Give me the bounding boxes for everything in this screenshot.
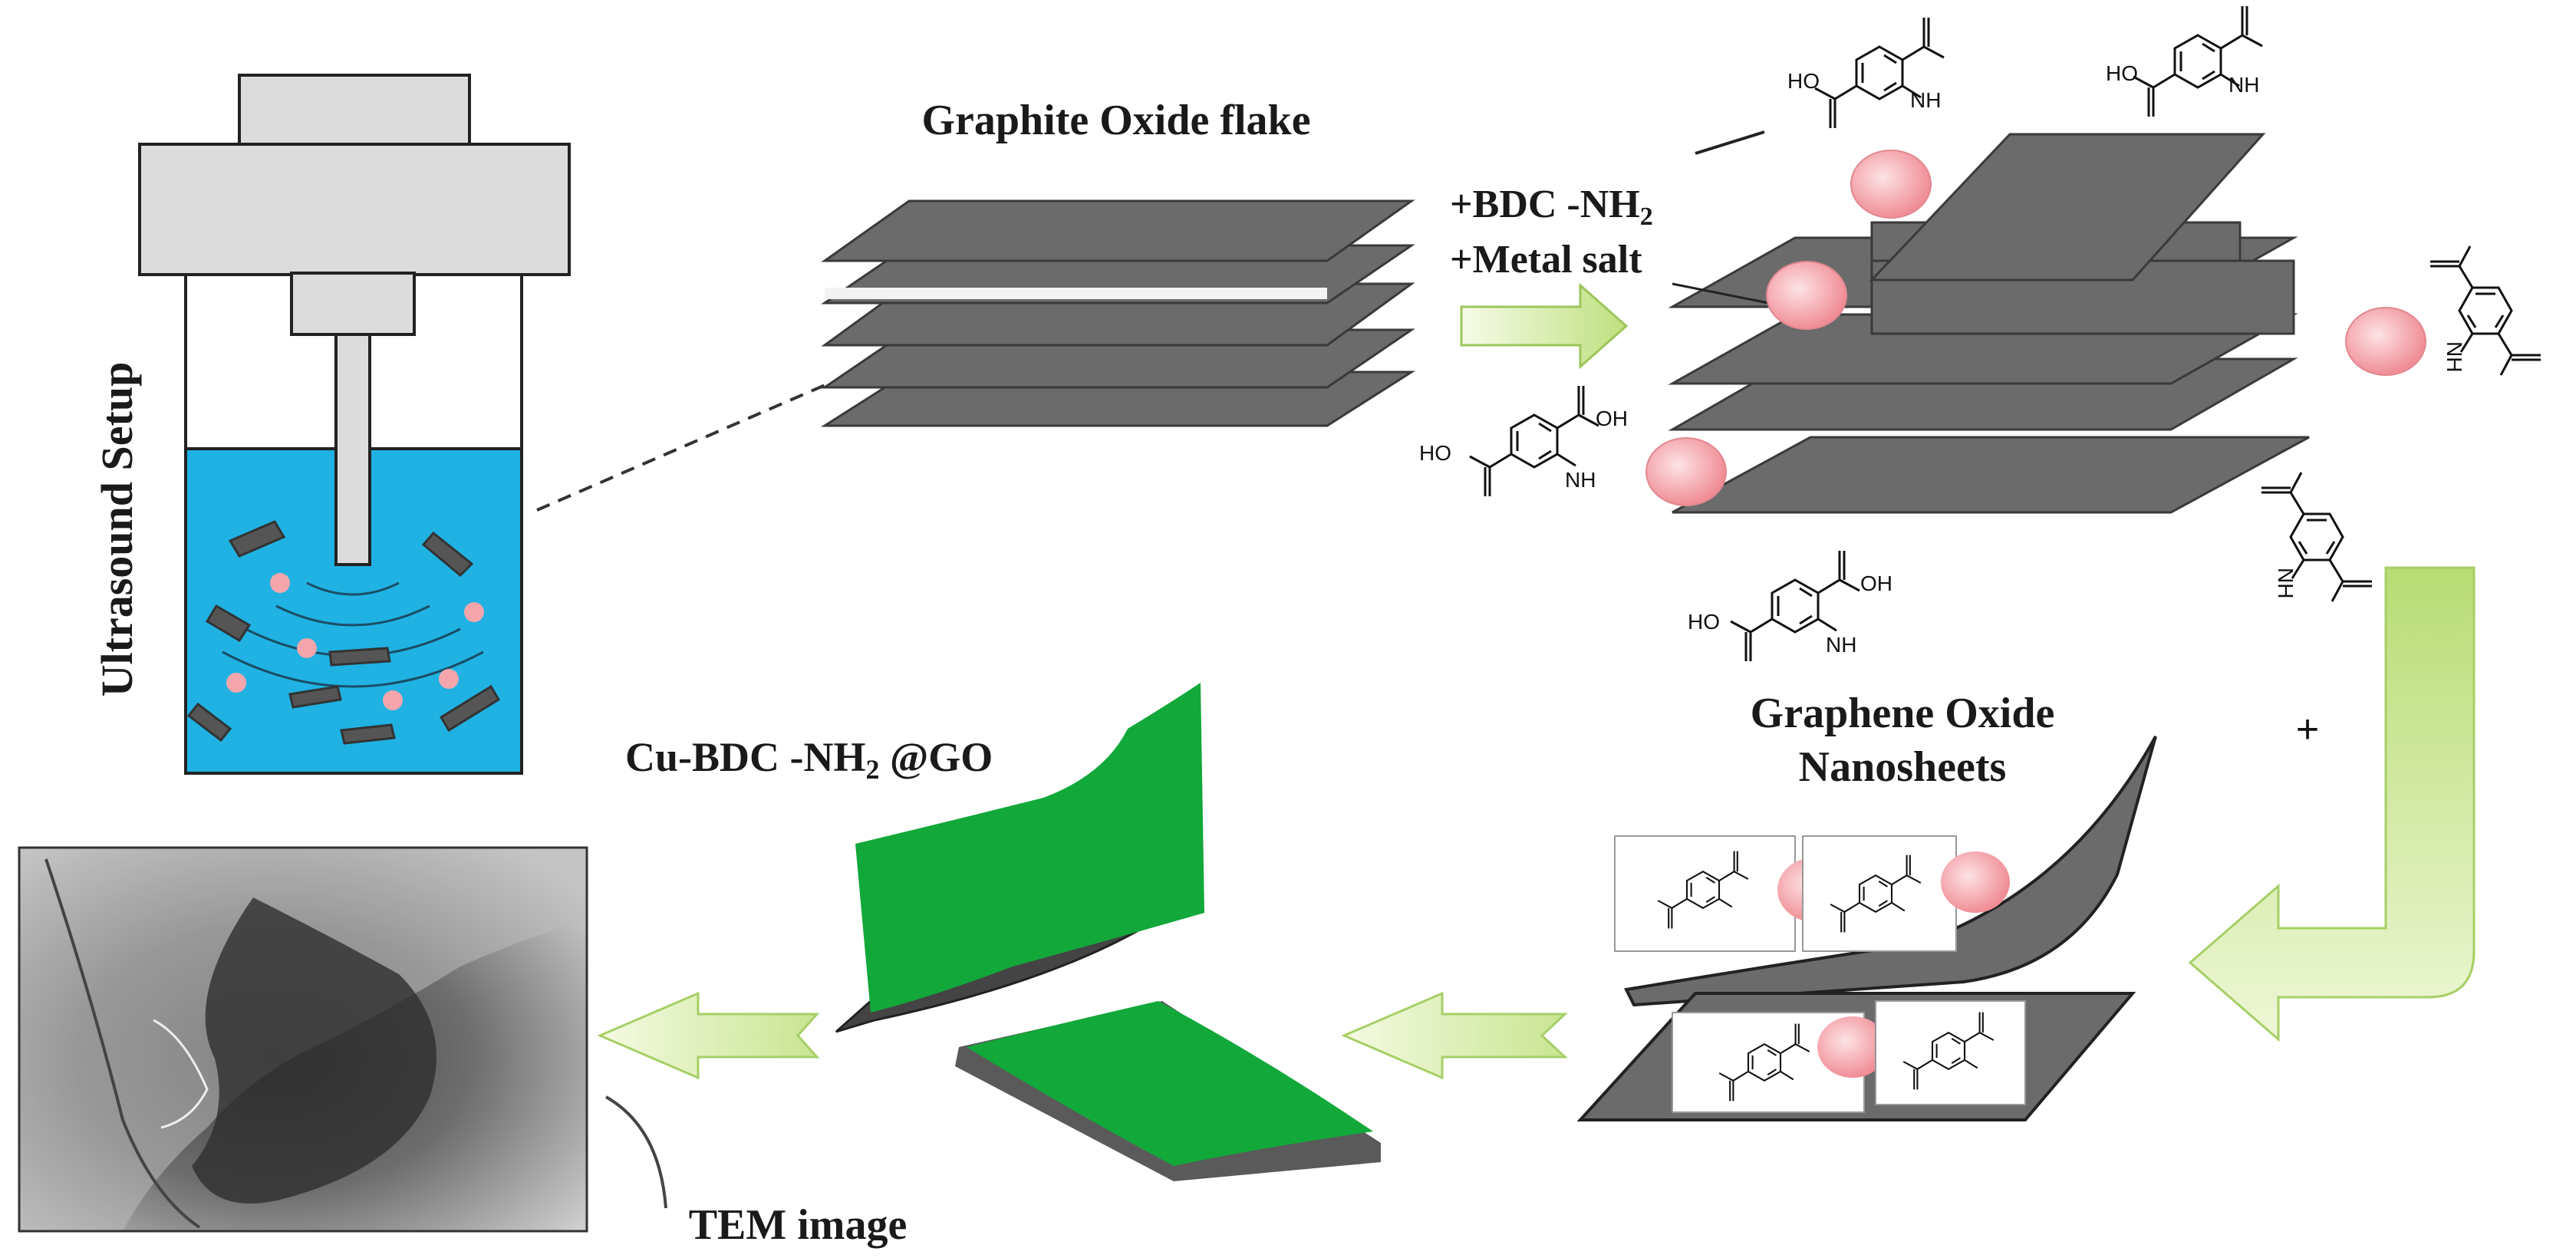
linker-molecule: NH [2260, 471, 2373, 603]
ultrasound-label: Ultrasound Setup [92, 362, 142, 697]
svg-text:NH: NH [1826, 633, 1856, 657]
metal-ions [226, 573, 484, 710]
reagent-metal-label: +Metal salt [1450, 238, 1642, 282]
svg-text:HO: HO [1688, 610, 1720, 634]
plus-sign: + [2296, 707, 2319, 752]
tem-image [18, 846, 588, 1233]
svg-text:OH: OH [1860, 571, 1892, 595]
svg-text:NH: NH [2274, 568, 2298, 598]
reagent-bdc-label: +BDC -NH2 [1450, 183, 1653, 231]
graphite-flakes [186, 520, 501, 745]
linker-box [1875, 1000, 2026, 1105]
linker-molecules-top: HO NH HO NH HO OH NH NH NH HO OH NH [1419, 5, 2542, 663]
expanded-sheets [1668, 133, 2310, 514]
svg-text:HO: HO [2106, 61, 2138, 85]
mof-layer-lower [967, 1001, 1373, 1166]
ultrasound-setup: Ultrasound Setup [92, 74, 571, 775]
pointer-line-top [1695, 130, 1765, 155]
linker-box [1672, 1012, 1888, 1113]
linker-box [1614, 835, 1851, 952]
graphite-stack [820, 199, 1416, 427]
tem-label: TEM image [689, 1201, 908, 1249]
svg-text:NH: NH [1565, 468, 1596, 492]
svg-text:NH: NH [2228, 73, 2259, 97]
svg-text:HO: HO [1787, 69, 1820, 93]
linker-box [1802, 835, 2010, 952]
graphene-label-2: Nanosheets [1799, 743, 2007, 791]
mof-on-go [835, 683, 1381, 1181]
dashed-connector [536, 382, 829, 512]
probe-neck [290, 272, 416, 336]
probe-head [138, 143, 571, 276]
svg-text:NH: NH [1910, 88, 1941, 112]
left-arrow-icon [2188, 566, 2476, 1042]
tem-pointer [605, 1095, 667, 1209]
left-arrow-icon [1341, 991, 1568, 1080]
linker-molecule: HO NH [1787, 16, 1945, 130]
metal-nodes [1645, 150, 2426, 506]
probe-cap [238, 74, 471, 147]
left-arrow-icon [597, 991, 820, 1080]
mof-layer-upper [855, 683, 1204, 1013]
linker-molecule: NH [2429, 245, 2542, 377]
svg-text:HO: HO [1419, 441, 1451, 465]
graphene-label-1: Graphene Oxide [1751, 690, 2055, 737]
graphite-oxide-label: Graphite Oxide flake [921, 97, 1310, 144]
linker-boxes [1614, 835, 2026, 1113]
linker-molecule: HO OH NH [1419, 384, 1628, 498]
probe-rod [334, 333, 371, 566]
svg-text:OH: OH [1596, 407, 1628, 430]
linker-molecule: HO NH [2106, 5, 2264, 118]
linker-molecule: HO OH NH [1688, 549, 1892, 663]
right-arrow-icon [1460, 282, 1629, 370]
svg-text:NH: NH [2443, 341, 2466, 372]
product-label: Cu-BDC -NH2 @GO [625, 734, 993, 785]
